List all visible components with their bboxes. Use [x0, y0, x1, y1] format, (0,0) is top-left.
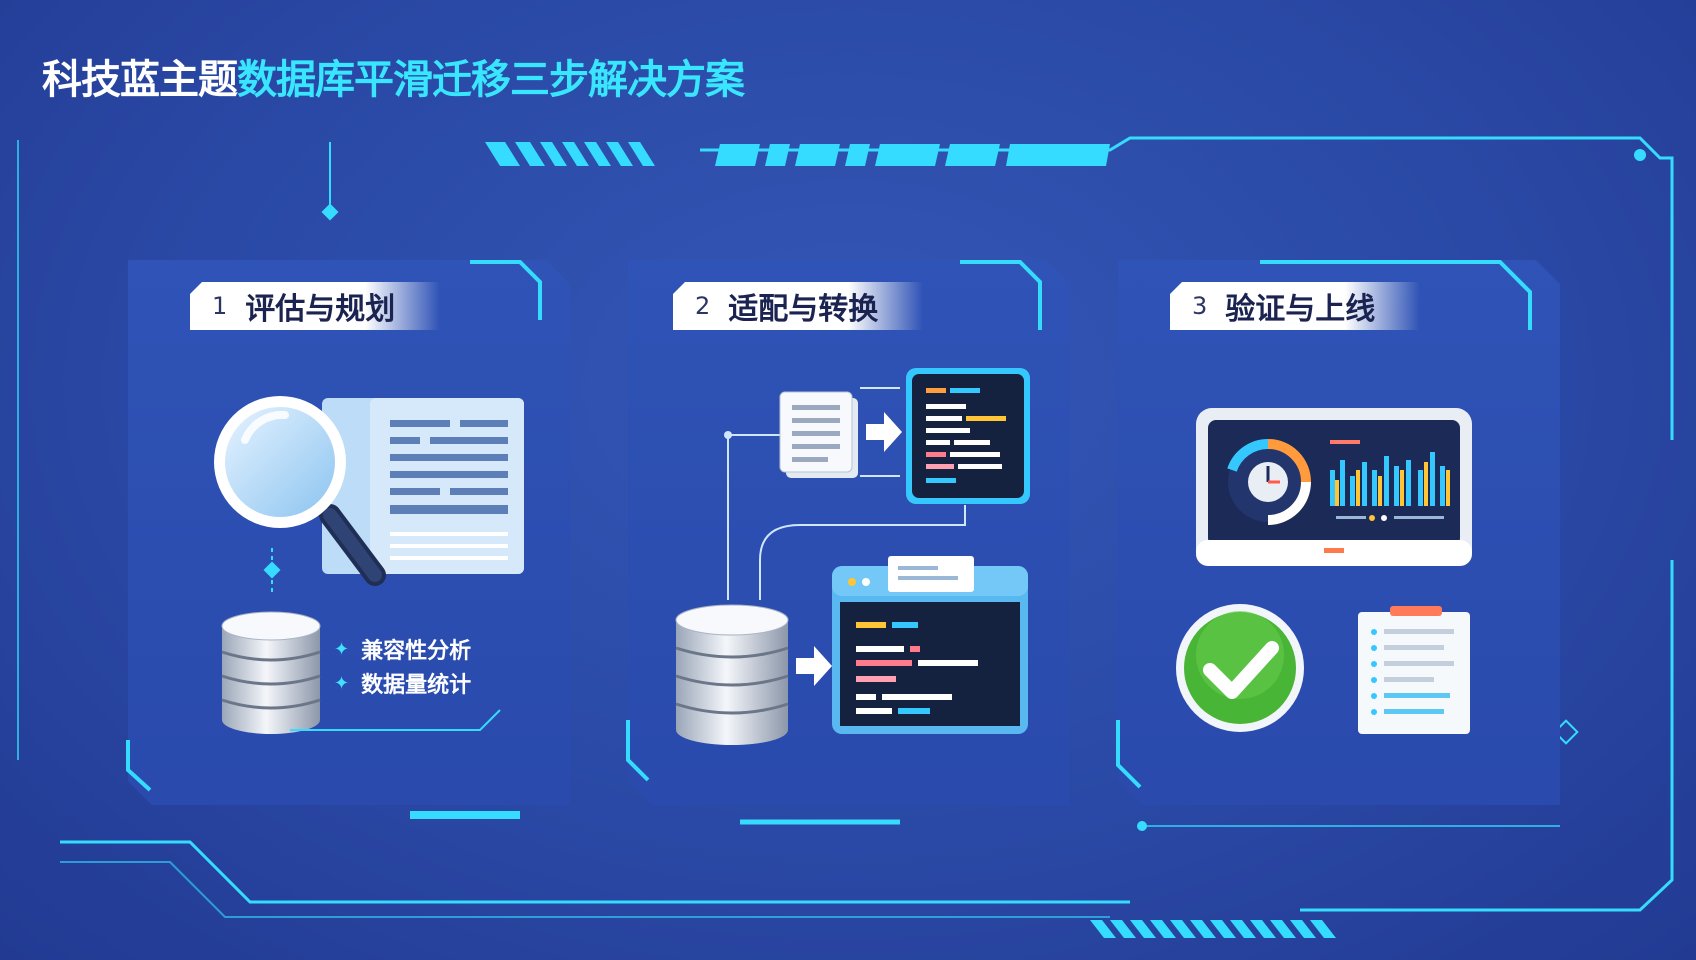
step-3-tab: 3 验证与上线: [1170, 282, 1420, 330]
step-1-bullet-list: ✦ 兼容性分析 ✦ 数据量统计: [334, 632, 471, 700]
page-title: 科技蓝主题数据库平滑迁移三步解决方案: [42, 52, 745, 108]
magnifier-icon: [214, 396, 386, 586]
title-lead: 科技蓝主题: [42, 57, 238, 103]
step-2-tab: 2 适配与转换: [673, 282, 923, 330]
step-2-label: 适配与转换: [728, 292, 879, 327]
arrow-right-icon: [796, 646, 832, 686]
gauge-icon: [1227, 439, 1311, 525]
sparkle-icon: ✦: [334, 638, 350, 660]
step-2-number: 2: [695, 292, 711, 320]
database-icon: [221, 611, 321, 734]
step-1-tab: 1 评估与规划: [190, 282, 440, 330]
checkmark-icon: [1176, 604, 1304, 732]
database-icon: [675, 604, 789, 745]
document-icon: [322, 398, 524, 574]
sparkle-icon: ✦: [334, 672, 350, 694]
bar-chart-icon: [1330, 440, 1450, 521]
step-3-label: 验证与上线: [1225, 292, 1376, 327]
title-rest: 数据库平滑迁移三步解决方案: [237, 57, 745, 103]
arrow-right-icon: [866, 412, 902, 452]
code-window-icon: [832, 556, 1028, 734]
document-icon: [779, 391, 858, 478]
bullet-text: 数据量统计: [361, 673, 472, 698]
code-window-icon: [906, 368, 1030, 504]
list-item: ✦ 兼容性分析: [334, 632, 471, 666]
step-3-number: 3: [1192, 292, 1208, 320]
bullet-text: 兼容性分析: [361, 639, 472, 664]
monitor-dashboard-icon: [1196, 408, 1472, 566]
step-1-label: 评估与规划: [245, 292, 396, 327]
step-1-number: 1: [212, 292, 228, 320]
checklist-icon: [1358, 606, 1470, 734]
list-item: ✦ 数据量统计: [334, 666, 471, 700]
